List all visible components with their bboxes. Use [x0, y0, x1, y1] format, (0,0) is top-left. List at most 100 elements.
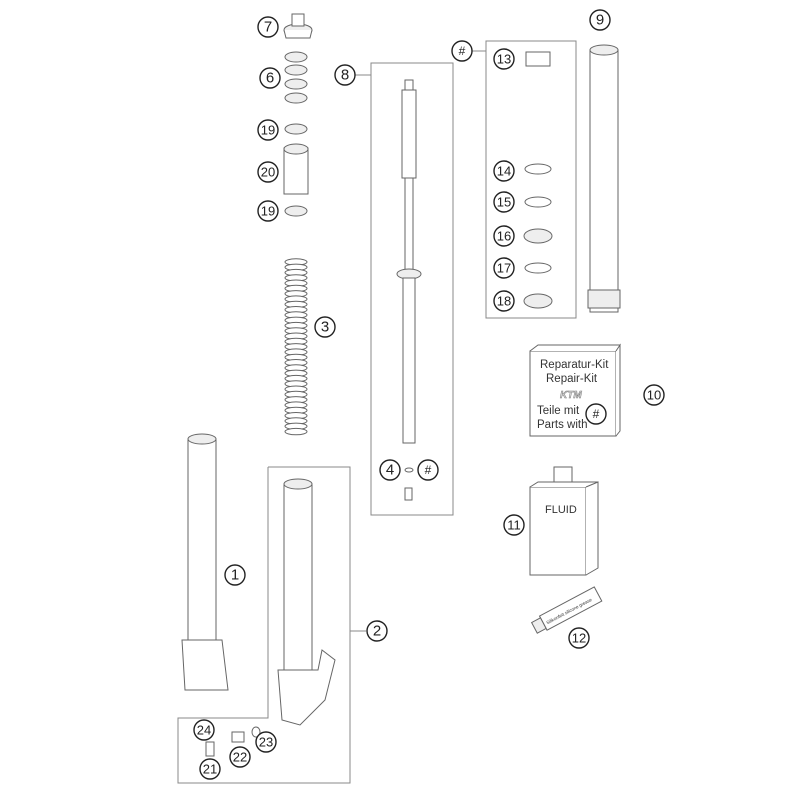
seal-part: [523, 228, 553, 244]
outer-tube-left-part: [181, 433, 229, 691]
outer-tube-group-box: [177, 466, 351, 784]
callout-c16: 16: [493, 225, 515, 247]
callout-number: 9: [596, 12, 604, 29]
callout-circle: [229, 746, 251, 768]
spring-coil: [284, 427, 308, 436]
callout-number: 13: [497, 52, 511, 67]
callout-c20: 20: [257, 161, 279, 183]
callout-hash-kit: #: [585, 403, 607, 425]
callout-circle: [493, 191, 515, 213]
callout-number: 24: [197, 723, 211, 738]
callout-number: #: [593, 407, 600, 421]
callout-circle: [379, 459, 401, 481]
fluid-label: FLUID: [545, 504, 577, 516]
bushing-ring-part: [524, 163, 552, 175]
kit-label-parts-en: Parts with: [537, 419, 588, 431]
callout-c19a: 19: [257, 119, 279, 141]
callout-c18: 18: [493, 290, 515, 312]
callout-c22: 22: [229, 746, 251, 768]
callout-circle: [503, 514, 525, 536]
callout-number: 18: [497, 294, 511, 309]
callout-c17: 17: [493, 257, 515, 279]
callout-number: 7: [264, 19, 272, 36]
clip-part: [524, 262, 552, 274]
callout-circle: [259, 67, 281, 89]
callout-number: 19: [261, 123, 275, 138]
callout-number: 1: [231, 567, 239, 584]
callout-circle: [493, 160, 515, 182]
fork-oil-bottle: FLUID: [529, 466, 599, 576]
callout-number: 8: [341, 67, 349, 84]
callout-c3: 3: [314, 316, 336, 338]
callout-circle: [224, 564, 246, 586]
ring-part: [524, 196, 552, 208]
repair-kit-box: Reparatur-Kit Repair-Kit KTM Teile mit P…: [529, 343, 621, 437]
callout-circle: [568, 627, 590, 649]
fork-spring-part: [284, 258, 308, 436]
kit-label-de: Reparatur-Kit: [540, 359, 609, 371]
callout-circle: [257, 161, 279, 183]
callout-c23: 23: [255, 731, 277, 753]
bushing-part: [525, 51, 551, 67]
callout-c9: 9: [589, 9, 611, 31]
inner-tube-part: [587, 44, 621, 313]
callout-number: 14: [497, 164, 511, 179]
callout-circle: [451, 40, 473, 62]
callout-circle: [643, 384, 665, 406]
callout-circle: [493, 257, 515, 279]
callout-c2: 2: [366, 620, 388, 642]
o-ring-part: [404, 467, 414, 473]
callout-c11: 11: [503, 514, 525, 536]
callout-c24: 24: [193, 719, 215, 741]
fork-cap-part: [283, 13, 313, 39]
callout-circle: [585, 403, 607, 425]
callout-c21: 21: [199, 758, 221, 780]
callout-number: 6: [266, 70, 274, 87]
callout-circle: [255, 731, 277, 753]
damper-group-box: [370, 62, 454, 516]
callout-number: 11: [507, 518, 521, 533]
dust-seal-part: [523, 293, 553, 309]
callout-c12: 12: [568, 627, 590, 649]
preload-washers-part: [284, 51, 308, 104]
callout-circle: [257, 119, 279, 141]
kit-label-parts-de: Teile mit: [537, 405, 580, 417]
callout-c4: 4: [379, 459, 401, 481]
callout-number: 23: [259, 735, 273, 750]
kit-label-en: Repair-Kit: [546, 373, 598, 385]
callout-c14: 14: [493, 160, 515, 182]
kit-parts-group-box: [485, 40, 577, 319]
callout-circle: [314, 316, 336, 338]
callout-number: #: [459, 44, 466, 58]
callout-circle: [366, 620, 388, 642]
callout-circle: [589, 9, 611, 31]
washer-part: [284, 205, 308, 217]
callout-c19b: 19: [257, 200, 279, 222]
callout-c13: 13: [493, 48, 515, 70]
callout-circle: [493, 225, 515, 247]
callout-c1: 1: [224, 564, 246, 586]
cartridge-damper-part: [396, 79, 422, 501]
outer-tube-right-part: [277, 478, 336, 726]
callout-number: 20: [261, 165, 275, 180]
callout-circle: [193, 719, 215, 741]
callout-number: 17: [497, 261, 511, 276]
callout-circle: [257, 200, 279, 222]
callout-number: 3: [321, 319, 329, 336]
spacer-tube-part: [283, 143, 309, 195]
callout-hash-group: #: [451, 40, 473, 62]
callout-circle: [417, 459, 439, 481]
callout-circle: [257, 16, 279, 38]
callout-number: 16: [497, 229, 511, 244]
callout-number: 10: [647, 388, 661, 403]
callout-number: 15: [497, 195, 511, 210]
washer-part: [284, 123, 308, 135]
small-parts: [205, 726, 261, 757]
callout-c6: 6: [259, 67, 281, 89]
callout-number: #: [425, 463, 432, 477]
callout-c10: 10: [643, 384, 665, 406]
callout-circle: [493, 48, 515, 70]
silicone-grease-tube: Silikonfett silicone grease: [530, 586, 603, 634]
callouts: 7619201938#131415161718910#4#11121224212…: [193, 9, 665, 780]
